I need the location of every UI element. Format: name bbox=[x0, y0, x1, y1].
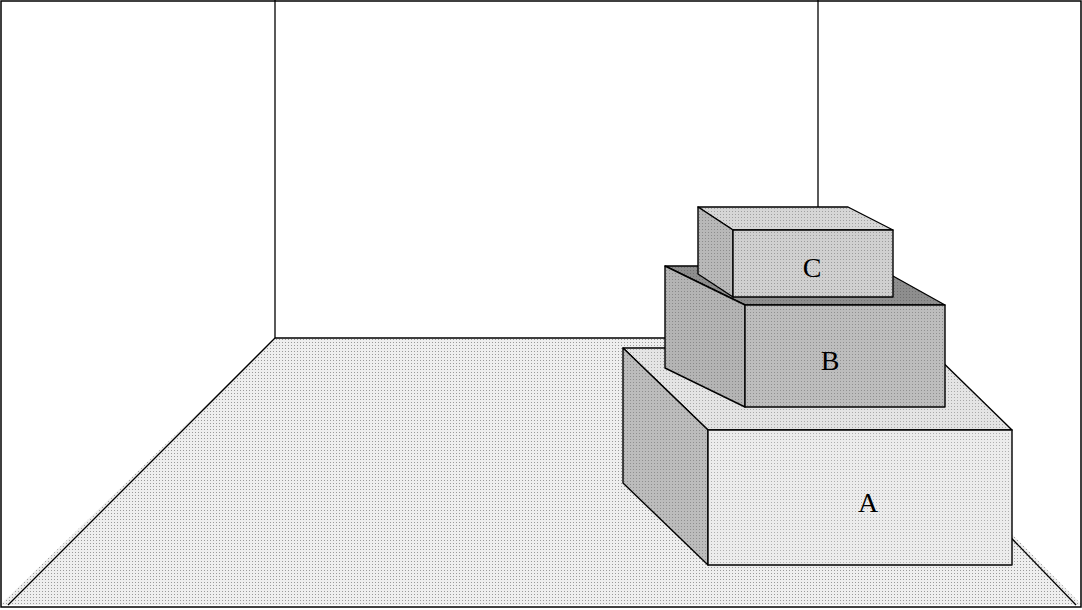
front-face-stipple bbox=[708, 430, 1012, 565]
side-face-stipple bbox=[698, 207, 733, 297]
block-outline bbox=[696, 205, 895, 299]
wall-edge bbox=[274, 0, 275, 338]
floor-edge bbox=[8, 338, 275, 605]
front-face-stipple bbox=[733, 230, 893, 297]
front-face bbox=[733, 230, 893, 297]
block-c: C bbox=[696, 205, 895, 299]
front-face-stipple bbox=[745, 305, 945, 407]
front-face bbox=[708, 430, 1012, 565]
block-label: A bbox=[858, 489, 878, 517]
front-face bbox=[745, 305, 945, 407]
side-face bbox=[698, 207, 733, 297]
block-label: B bbox=[821, 347, 840, 375]
block-label: C bbox=[803, 254, 822, 282]
